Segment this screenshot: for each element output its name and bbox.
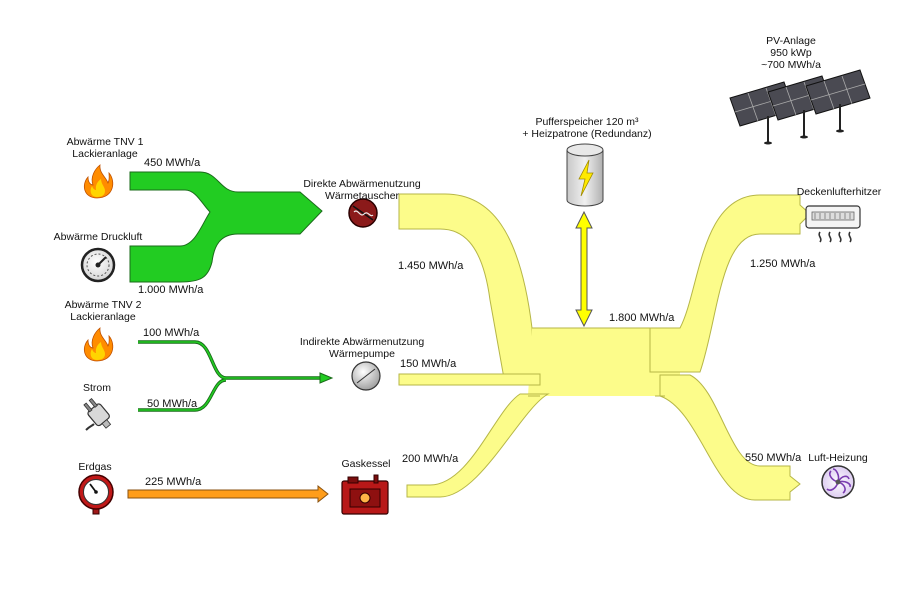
- flow-value-tnv1: 450 MWh/a: [144, 157, 201, 169]
- pressure-gauge-icon: [80, 247, 116, 283]
- flow-band-waermepumpe: [398, 373, 541, 386]
- converter-label-waermepumpe-line1: Indirekte Abwärmenutzung: [299, 336, 425, 348]
- solar-panel-icon: [729, 69, 871, 145]
- source-label-tnv2-line2: Lackieranlage: [70, 311, 136, 323]
- sink-label-luft-heizung: Luft-Heizung: [808, 452, 868, 464]
- converter-label-waermetauscher-line1: Direkte Abwärmenutzung: [303, 178, 421, 190]
- flow-arrowhead-waermepumpe: [319, 372, 334, 384]
- heat-flows: [398, 193, 811, 501]
- source-label-tnv2: Abwärme TNV 2 Lackieranlage: [65, 299, 142, 323]
- flow-band-gaskessel: [406, 393, 550, 498]
- source-label-tnv1-line2: Lackieranlage: [72, 148, 138, 160]
- converter-label-waermetauscher: Direkte Abwärmenutzung Wärmetauscher: [303, 178, 420, 202]
- sink-label-deckenlufterhitzer: Deckenlufterhitzer: [796, 186, 882, 198]
- flow-value-strom: 50 MWh/a: [147, 398, 198, 410]
- heat-pump-icon: [351, 361, 381, 391]
- flow-value-erdgas: 225 MWh/a: [145, 476, 202, 488]
- flow-hub: [528, 328, 680, 396]
- flow-value-total: 1.800 MWh/a: [609, 312, 675, 324]
- waste-heat-flows: [129, 171, 334, 412]
- pv-label-line1: PV-Anlage: [766, 35, 816, 47]
- flame-icon: [83, 164, 114, 199]
- storage-label-line1: Pufferspeicher 120 m³: [535, 116, 639, 128]
- source-label-tnv2-line1: Abwärme TNV 2: [64, 299, 142, 311]
- flow-line-inner: [138, 341, 320, 411]
- storage-label: Pufferspeicher 120 m³ + Heizpatrone (Red…: [522, 116, 651, 140]
- flow-value-waermetauscher: 1.450 MWh/a: [398, 260, 464, 272]
- flow-band-tnv1-druckluft: [129, 171, 323, 283]
- pv-label-line2: 950 kWp: [770, 47, 812, 59]
- converter-label-waermepumpe-line2: Wärmepumpe: [329, 348, 395, 360]
- converter-label-waermepumpe: Indirekte Abwärmenutzung Wärmepumpe: [300, 336, 424, 360]
- air-heater-fan-icon: [821, 465, 855, 499]
- flow-hub-outline: [528, 327, 680, 397]
- flame-icon: [83, 327, 114, 362]
- gas-boiler-icon: [341, 474, 389, 515]
- buffer-tank-icon: [566, 143, 604, 207]
- flow-band-erdgas: [127, 484, 329, 504]
- source-label-strom: Strom: [82, 382, 112, 394]
- storage-arrow: [575, 210, 593, 328]
- pv-label-line3: ~700 MWh/a: [761, 59, 821, 71]
- heat-exchanger-icon: [348, 198, 378, 228]
- converter-label-waermetauscher-line2: Wärmetauscher: [324, 190, 400, 202]
- converter-label-gaskessel: Gaskessel: [341, 458, 391, 470]
- flow-line-tnv2: [138, 340, 320, 380]
- flow-value-gaskessel: 200 MWh/a: [402, 453, 459, 465]
- flow-value-waermepumpe: 150 MWh/a: [400, 358, 457, 370]
- pv-label: PV-Anlage 950 kWp ~700 MWh/a: [761, 35, 821, 71]
- flow-band-luft-heizung: [659, 374, 801, 501]
- flow-band-deckenlufterhitzer: [649, 194, 811, 373]
- gas-meter-icon: [78, 474, 114, 515]
- source-label-tnv1: Abwärme TNV 1 Lackieranlage: [67, 136, 144, 160]
- flow-value-tnv2: 100 MWh/a: [143, 327, 200, 339]
- ceiling-heater-icon: [805, 205, 861, 243]
- flow-value-luft-heizung: 550 MWh/a: [745, 452, 802, 464]
- source-label-erdgas: Erdgas: [78, 461, 112, 473]
- storage-label-line2: + Heizpatrone (Redundanz): [522, 128, 652, 140]
- source-label-druckluft: Abwärme Druckluft: [53, 231, 143, 243]
- power-plug-icon: [83, 397, 112, 431]
- flow-value-deckenlufterhitzer: 1.250 MWh/a: [750, 258, 816, 270]
- source-label-tnv1-line1: Abwärme TNV 1: [66, 136, 144, 148]
- flow-value-druckluft: 1.000 MWh/a: [138, 284, 204, 296]
